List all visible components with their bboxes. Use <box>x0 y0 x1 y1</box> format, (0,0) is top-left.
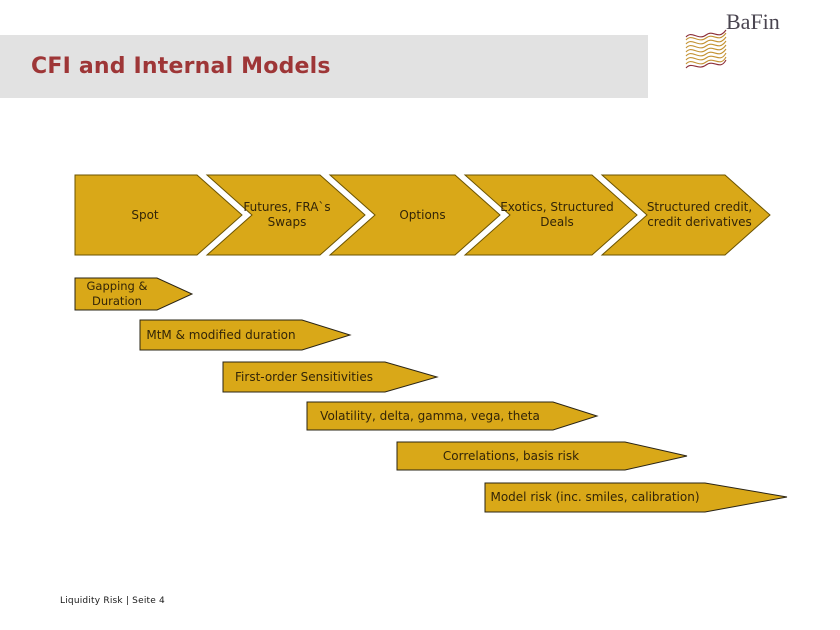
page-title: CFI and Internal Models <box>31 54 331 79</box>
stage-label: Exotics, Structured Deals <box>500 200 614 229</box>
ladder-arrow-label: First-order Sensitivities <box>235 369 373 384</box>
bafin-logo-text: BaFin <box>726 9 780 34</box>
stage-label: Futures, FRA`s Swaps <box>243 200 331 229</box>
stage-label: Structured credit, credit derivatives <box>646 200 753 229</box>
ladder-arrow-label: Model risk (inc. smiles, calibration) <box>490 490 700 505</box>
stage-label: Spot <box>131 207 159 222</box>
footer-text: Liquidity Risk | Seite 4 <box>60 596 165 606</box>
stage-label: Options <box>399 207 446 222</box>
title-band: CFI and Internal Models <box>0 35 648 98</box>
ladder-arrow-label: MtM & modified duration <box>146 327 296 342</box>
ladder-arrow-label: Volatility, delta, gamma, vega, theta <box>320 408 540 423</box>
bafin-waves-icon <box>685 29 727 69</box>
ladder-arrow-label: Correlations, basis risk <box>442 448 580 463</box>
ladder-arrow-label: Gapping & Duration <box>86 279 148 308</box>
